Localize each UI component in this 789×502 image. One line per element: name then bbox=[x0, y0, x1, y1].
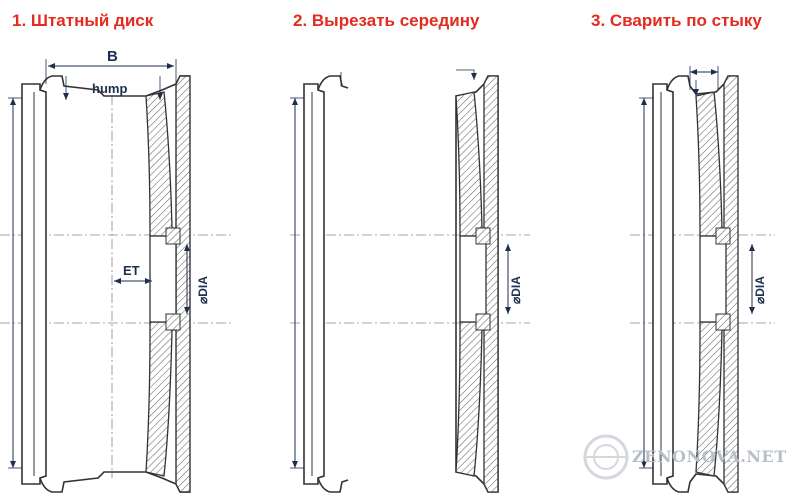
bore-diameter-label-3: ⌀DIA bbox=[753, 276, 767, 304]
hump-label: hump bbox=[92, 81, 127, 96]
bore-diameter-label: ⌀DIA bbox=[196, 276, 210, 304]
stock-wheel-section: B hump ET ⌀DIA bbox=[0, 48, 232, 493]
welded-wheel-section: ⌀DIA ZENONOVA.NET bbox=[583, 66, 787, 493]
step-3-title: 3. Сварить по стыку bbox=[591, 11, 762, 30]
step-1-title: 1. Штатный диск bbox=[12, 11, 154, 30]
step-2-title: 2. Вырезать середину bbox=[293, 11, 480, 30]
bore-diameter-label-2: ⌀DIA bbox=[509, 276, 523, 304]
watermark-logo-icon bbox=[583, 434, 629, 480]
width-label: B bbox=[107, 48, 118, 65]
cut-rim-section: ⌀DIA bbox=[290, 69, 530, 493]
offset-label: ET bbox=[123, 263, 140, 278]
watermark-text: ZENONOVA.NET bbox=[632, 447, 787, 466]
